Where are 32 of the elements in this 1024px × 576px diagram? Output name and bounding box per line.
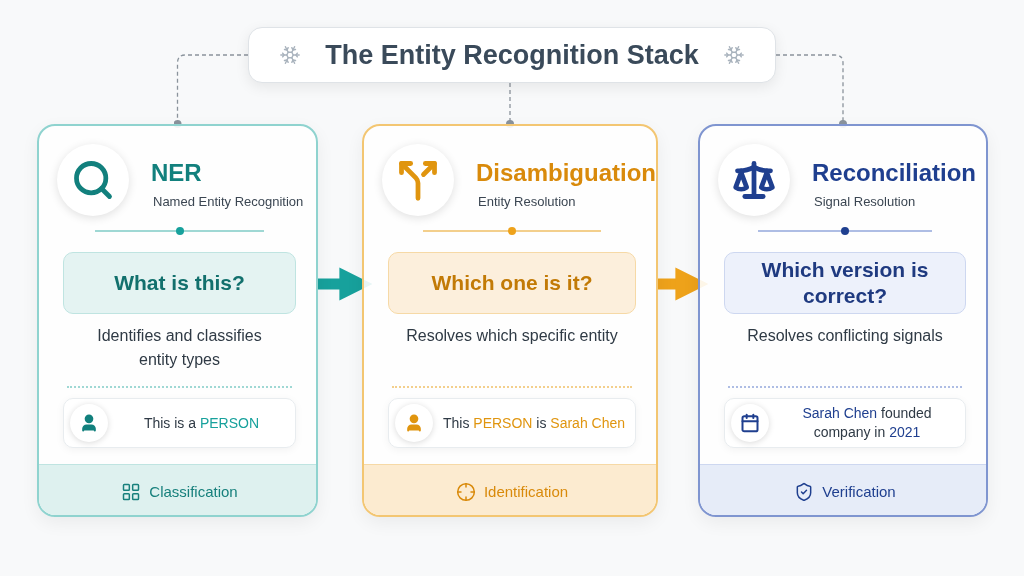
example-box (724, 398, 966, 448)
text: Verification (822, 481, 896, 502)
description: Resolves which specific entity (405, 326, 619, 346)
stage-card (698, 124, 988, 517)
title-box (248, 27, 776, 83)
description: Identifies and classifies entity types (96, 326, 263, 370)
card-heading: Disambiguation (476, 158, 656, 188)
text: What is this? (114, 270, 245, 296)
question-box (63, 252, 296, 314)
question-box (388, 252, 636, 314)
stage-card (37, 124, 318, 517)
card-subtitle: Named Entity Recognition (153, 193, 304, 211)
text: Which one is it? (431, 270, 593, 296)
description: Resolves conflicting signals (746, 326, 944, 346)
example-box (388, 398, 636, 448)
question-box (724, 252, 966, 314)
card-heading: Reconciliation (812, 158, 977, 188)
card-subtitle: Entity Resolution (478, 193, 576, 211)
text: This is a PERSON (143, 414, 260, 431)
title-text: The Entity Recognition Stack (325, 38, 699, 72)
stage-card (362, 124, 658, 517)
footer-band (700, 464, 986, 515)
card-subtitle: Signal Resolution (814, 193, 916, 211)
footer-band (364, 464, 656, 515)
example-box (63, 398, 296, 448)
text: This PERSON is Sarah Chen (442, 414, 626, 431)
text: Sarah Chen founded company in 2021 (802, 405, 932, 440)
text: Which version is correct? (760, 257, 930, 309)
card-heading: NER (151, 158, 202, 188)
footer-band (39, 464, 316, 515)
text: Classification (149, 481, 238, 502)
text: Identification (483, 481, 569, 502)
